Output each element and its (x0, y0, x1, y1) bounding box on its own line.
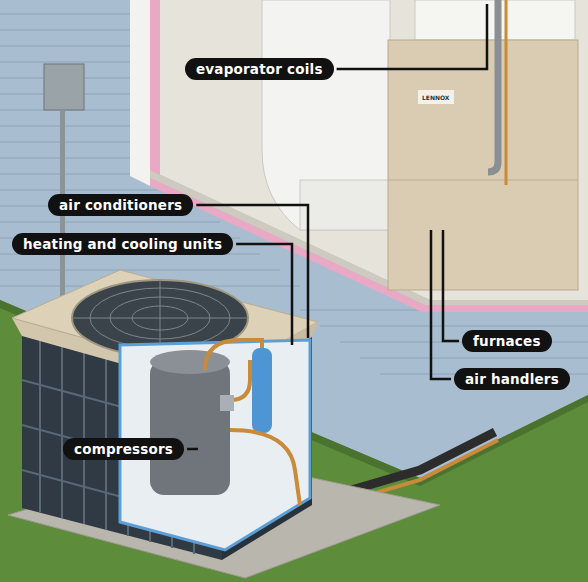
wall-trim (130, 0, 150, 186)
electrical-box (44, 64, 84, 110)
furnace-cabinet (388, 40, 578, 290)
insulation (150, 0, 160, 175)
copper-tubing (205, 340, 300, 505)
interior-wall (150, 0, 588, 300)
grass (0, 300, 588, 582)
furnace-seam (388, 180, 578, 181)
leader-line (431, 230, 451, 379)
brand-name: LENNOX (420, 93, 451, 102)
part-label: air conditioners (48, 194, 193, 216)
duct (262, 0, 390, 230)
compressor-top (150, 350, 230, 374)
accumulator (252, 348, 272, 433)
part-label: furnaces (462, 330, 552, 352)
part-label: evaporator coils (185, 58, 334, 80)
compressor (150, 360, 230, 495)
part-label: compressors (63, 438, 184, 460)
leader-line (187, 448, 198, 451)
leader-line (443, 230, 459, 341)
leader-line (236, 244, 292, 345)
refrigerant-line (505, 0, 508, 185)
part-label: heating and cooling units (12, 233, 233, 255)
leader-line (337, 4, 487, 69)
refrigerant-line (488, 0, 498, 172)
part-label: air handlers (454, 368, 570, 390)
duct-base (300, 180, 390, 230)
valve (220, 395, 234, 411)
brand-plate (418, 90, 454, 104)
